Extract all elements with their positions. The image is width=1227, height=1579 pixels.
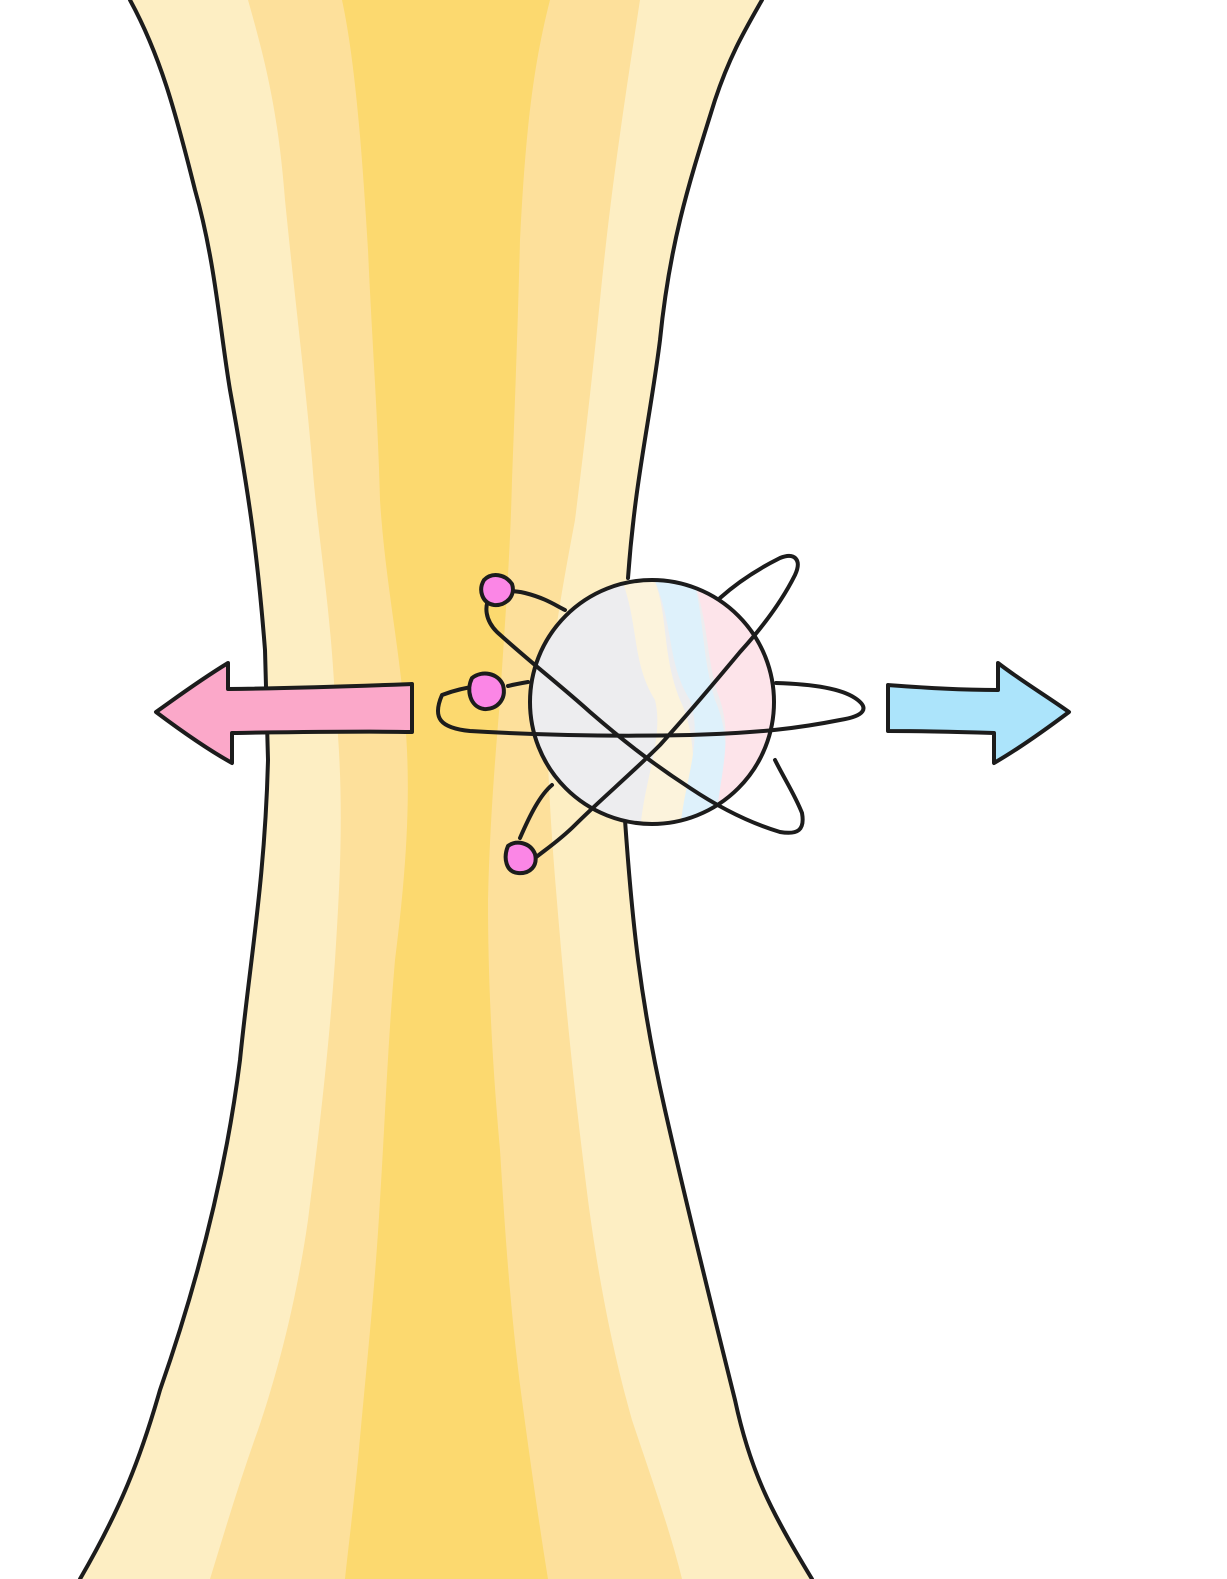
orbit-horizontal xyxy=(436,680,866,738)
electron-mid-outline xyxy=(467,671,506,712)
beam-outline-right xyxy=(623,0,814,1579)
electron-bottom xyxy=(505,842,536,874)
electron-mid xyxy=(469,673,504,710)
right-arrow-body xyxy=(888,663,1069,763)
electron-top xyxy=(481,575,513,606)
nucleus-tint-yellow xyxy=(618,580,700,824)
laser-beam xyxy=(78,0,814,1579)
nucleus-tint-blue xyxy=(650,580,735,824)
beam-outline-left xyxy=(78,0,270,1579)
electron-bottom-outline xyxy=(503,840,538,876)
nucleus-outline xyxy=(528,578,776,826)
orbit-diagonal-up xyxy=(518,554,800,860)
arrow-left-icon xyxy=(154,661,414,765)
beam-core-layer xyxy=(342,0,550,1579)
arrow-right-icon xyxy=(886,661,1071,765)
left-arrow-outline xyxy=(154,661,414,765)
right-arrow-outline xyxy=(886,661,1071,765)
electron-top-outline xyxy=(479,573,515,608)
